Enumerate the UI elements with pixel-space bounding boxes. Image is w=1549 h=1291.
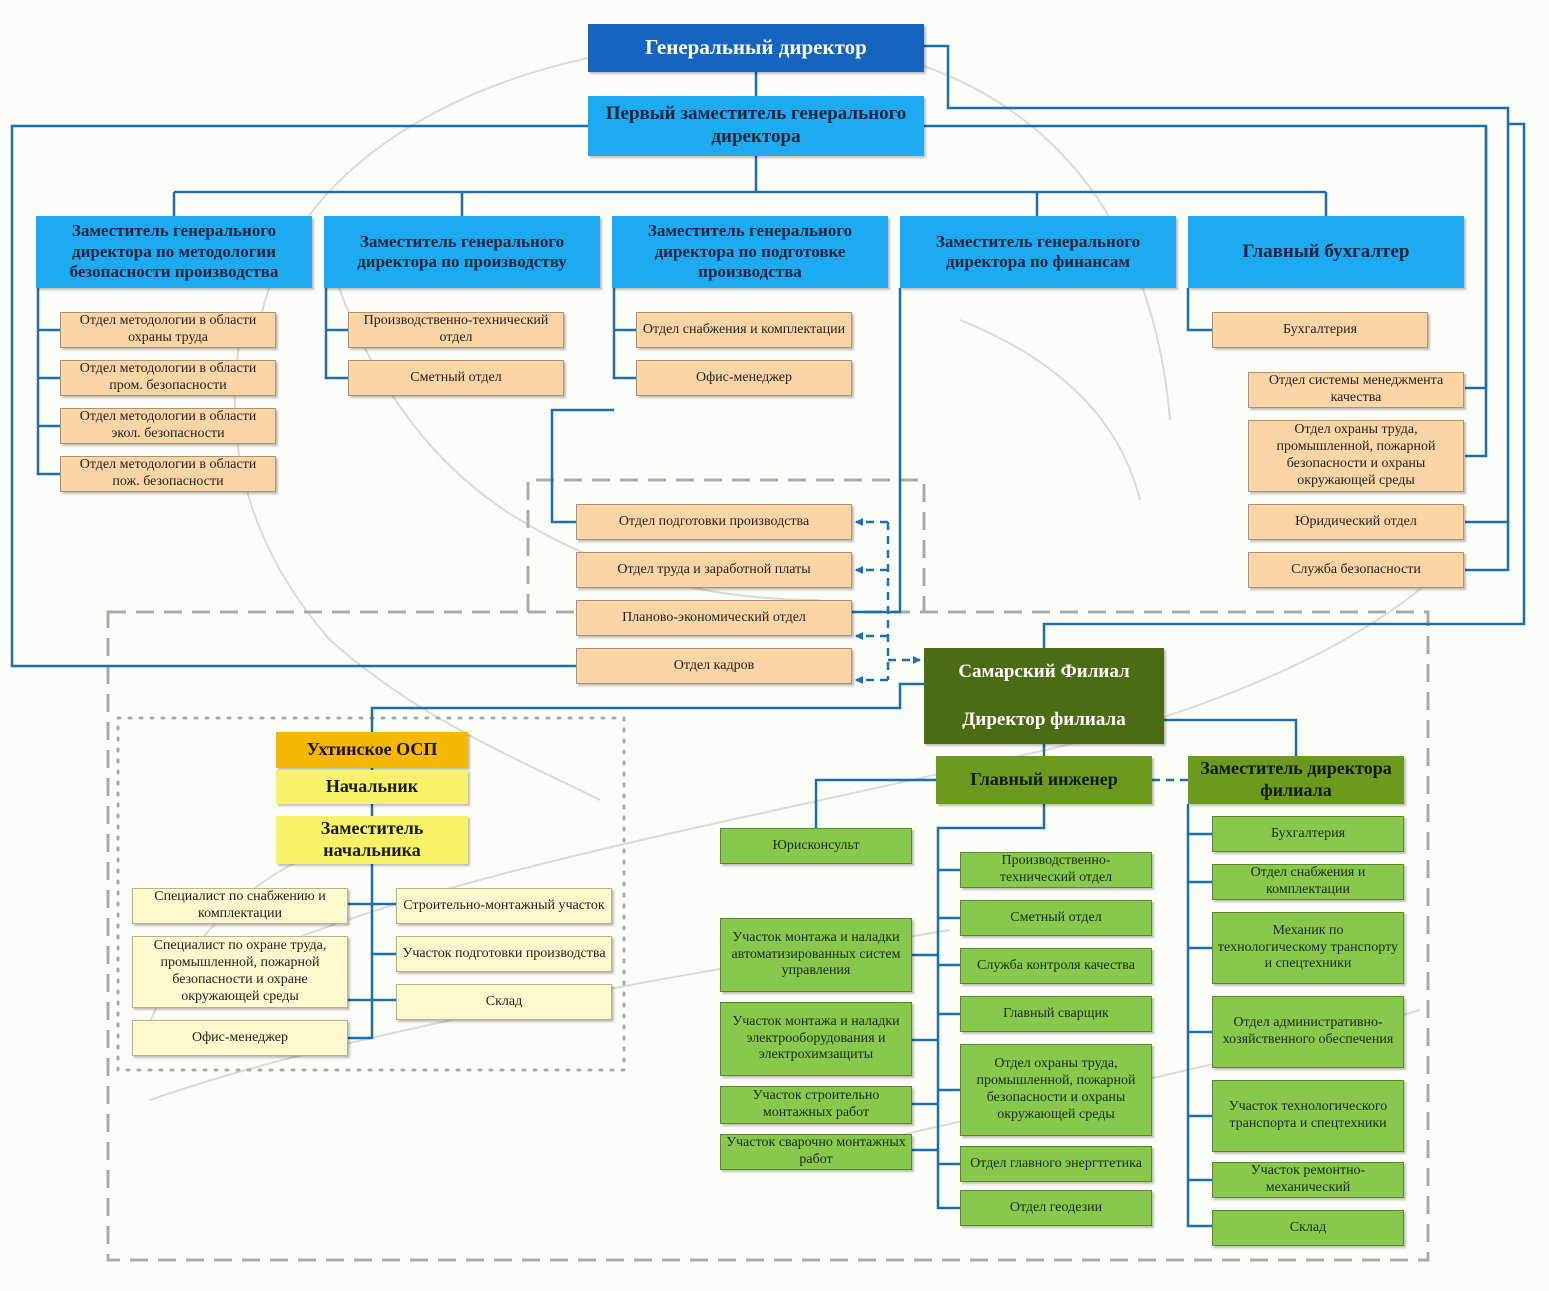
safety-dept-item: Отдел методологии в области охраны труда bbox=[60, 312, 276, 348]
deputy-dept-item: Отдел снабжения и комплектации bbox=[1212, 864, 1404, 900]
deputy-dept-item: Склад bbox=[1212, 1210, 1404, 1246]
dashed-links bbox=[855, 518, 1188, 782]
engineer-dept-item: Главный сварщик bbox=[960, 996, 1152, 1032]
deputy-production-box: Заместитель генерального директора по пр… bbox=[324, 216, 600, 288]
central-dept-item: Планово-экономический отдел bbox=[576, 600, 852, 636]
engineer-dept-item: Сметный отдел bbox=[960, 900, 1152, 936]
safety-dept-item: Отдел методологии в области пож. безопас… bbox=[60, 456, 276, 492]
legal-advisor-box: Юрисконсульт bbox=[720, 828, 912, 864]
chief-engineer-box: Главный инженер bbox=[936, 756, 1152, 804]
safety-dept-item: Отдел методологии в области пром. безопа… bbox=[60, 360, 276, 396]
deputy-dept-item: Отдел административно-хозяйственного обе… bbox=[1212, 996, 1404, 1068]
production-dept-item: Производственно-технический отдел bbox=[348, 312, 564, 348]
branch-section-item: Участок монтажа и наладки электрооборудо… bbox=[720, 1002, 912, 1076]
production-dept-item: Сметный отдел bbox=[348, 360, 564, 396]
branch-section-item: Участок монтажа и наладки автоматизирова… bbox=[720, 918, 912, 992]
deputy-production-preparation-box: Заместитель генерального директора по по… bbox=[612, 216, 888, 288]
samara-director-box: Директор филиала bbox=[924, 696, 1164, 744]
ukhta-left-item: Офис-менеджер bbox=[132, 1020, 348, 1056]
prep-dept-item: Офис-менеджер bbox=[636, 360, 852, 396]
right-dept-item: Служба безопасности bbox=[1248, 552, 1464, 588]
right-dept-item: Юридический отдел bbox=[1248, 504, 1464, 540]
branch-deputy-box: Заместитель директора филиала bbox=[1188, 756, 1404, 804]
right-dept-item: Отдел охраны труда, промышленной, пожарн… bbox=[1248, 420, 1464, 492]
ukhta-osp-title: Ухтинское ОСП bbox=[276, 732, 468, 768]
samara-branch-title: Самарский Филиал bbox=[924, 648, 1164, 696]
accounting-dept-item: Бухгалтерия bbox=[1212, 312, 1428, 348]
central-dept-item: Отдел подготовки производства bbox=[576, 504, 852, 540]
deputy-dept-item: Участок технологического транспорта и сп… bbox=[1212, 1080, 1404, 1152]
engineer-dept-item: Служба контроля качества bbox=[960, 948, 1152, 984]
ukhta-deputy-box: Заместитель начальника bbox=[276, 816, 468, 864]
safety-dept-item: Отдел методологии в области экол. безопа… bbox=[60, 408, 276, 444]
general-director-box: Генеральный директор bbox=[588, 24, 924, 72]
first-deputy-box: Первый заместитель генерального директор… bbox=[588, 96, 924, 156]
central-dept-item: Отдел кадров bbox=[576, 648, 852, 684]
prep-dept-item: Отдел снабжения и комплектации bbox=[636, 312, 852, 348]
connectors bbox=[10, 44, 1526, 1228]
engineer-dept-item: Отдел главного энергтгетика bbox=[960, 1146, 1152, 1182]
ukhta-left-item: Специалист по охране труда, промышленной… bbox=[132, 936, 348, 1008]
deputy-dept-item: Бухгалтерия bbox=[1212, 816, 1404, 852]
deputy-dept-item: Участок ремонтно-механический bbox=[1212, 1162, 1404, 1198]
branch-section-item: Участок сварочно монтажных работ bbox=[720, 1134, 912, 1170]
right-dept-item: Отдел системы менеджмента качества bbox=[1248, 372, 1464, 408]
ukhta-left-item: Специалист по снабжению и комплектации bbox=[132, 888, 348, 924]
chief-accountant-box: Главный бухгалтер bbox=[1188, 216, 1464, 288]
ukhta-right-item: Участок подготовки производства bbox=[396, 936, 612, 972]
engineer-dept-item: Отдел геодезии bbox=[960, 1190, 1152, 1226]
ukhta-right-item: Склад bbox=[396, 984, 612, 1020]
ukhta-right-item: Строительно-монтажный участок bbox=[396, 888, 612, 924]
deputy-finance-box: Заместитель генерального директора по фи… bbox=[900, 216, 1176, 288]
deputy-safety-methodology-box: Заместитель генерального директора по ме… bbox=[36, 216, 312, 288]
branch-section-item: Участок строительно монтажных работ bbox=[720, 1086, 912, 1124]
engineer-dept-item: Производственно-технический отдел bbox=[960, 852, 1152, 888]
ukhta-head-box: Начальник bbox=[276, 770, 468, 804]
engineer-dept-item: Отдел охраны труда, промышленной, пожарн… bbox=[960, 1044, 1152, 1136]
central-dept-item: Отдел труда и заработной платы bbox=[576, 552, 852, 588]
deputy-dept-item: Механик по технологическому транспорту и… bbox=[1212, 912, 1404, 984]
